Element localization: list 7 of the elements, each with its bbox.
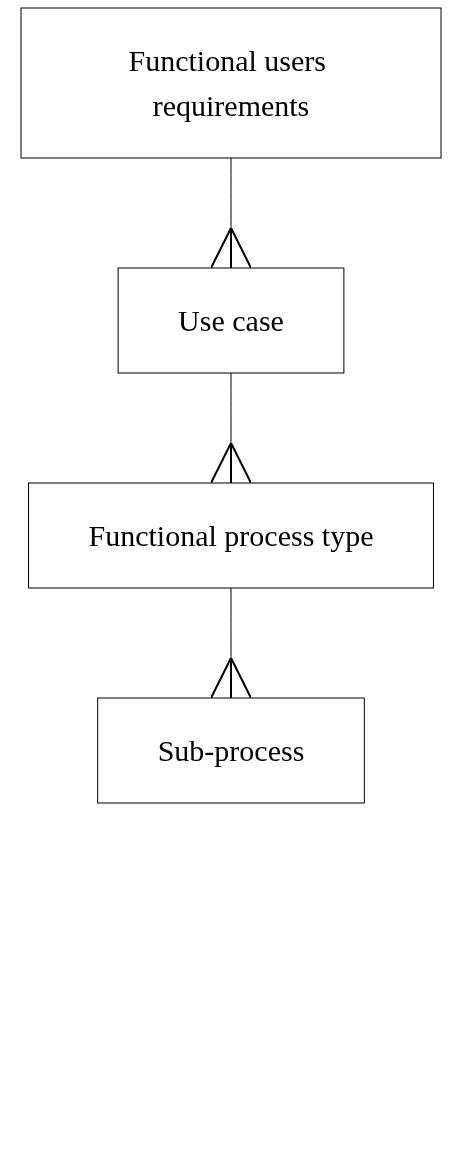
connector bbox=[209, 157, 252, 269]
node-box: Use case bbox=[117, 267, 344, 374]
node-box: Functional users requirements bbox=[20, 7, 441, 159]
node-box: Functional process type bbox=[27, 482, 434, 589]
connector bbox=[209, 372, 252, 484]
connector bbox=[209, 587, 252, 699]
node-box: Sub-process bbox=[96, 697, 365, 804]
